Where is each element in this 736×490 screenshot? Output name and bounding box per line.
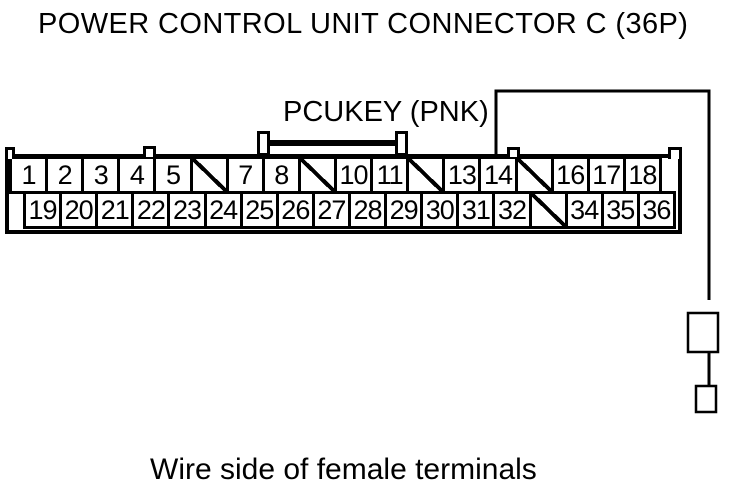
pin-cell-29: 29 (384, 191, 424, 229)
pin-cell-3: 3 (81, 156, 121, 194)
pin-cell-18: 18 (622, 156, 662, 194)
pin-cell-13: 13 (442, 156, 482, 194)
pin-cell-2: 2 (45, 156, 85, 194)
pin-cell-24: 24 (203, 191, 243, 229)
housing-key-bump-left (143, 146, 156, 157)
housing-key-bump-right (507, 147, 520, 157)
pin-cell-5: 5 (153, 156, 193, 194)
pin-cell-35: 35 (600, 191, 640, 229)
pin-cell-blanked (189, 156, 229, 194)
pin-cell-blanked (528, 191, 568, 229)
diagram-title: POWER CONTROL UNIT CONNECTOR C (36P) (38, 8, 689, 40)
wire-name-label: PCUKEY (PNK) (283, 96, 489, 128)
pin-cell-blanked (514, 156, 554, 194)
pin-cell-23: 23 (167, 191, 207, 229)
pin-cell-17: 17 (586, 156, 626, 194)
pin-cell-36: 36 (636, 191, 676, 229)
pin-cell-4: 4 (117, 156, 157, 194)
pin-cell-19: 19 (23, 191, 63, 229)
pin-cell-7: 7 (225, 156, 265, 194)
inline-connector-symbol-small (694, 384, 718, 414)
pin-cell-11: 11 (370, 156, 410, 194)
housing-notch-right (668, 147, 682, 159)
wire-bracket-post-left (257, 131, 270, 156)
housing-notch-left (5, 147, 15, 159)
pin-cell-32: 32 (492, 191, 532, 229)
pin-cell-25: 25 (239, 191, 279, 229)
wire-bracket-bar (263, 140, 402, 146)
pin-cell-31: 31 (456, 191, 496, 229)
pin-cell-22: 22 (131, 191, 171, 229)
pin-cell-1: 1 (9, 156, 49, 194)
view-caption: Wire side of female terminals (150, 453, 537, 486)
pin-cell-30: 30 (420, 191, 460, 229)
wire-bracket-post-right (395, 131, 408, 156)
pin-cell-20: 20 (59, 191, 99, 229)
pin-cell-26: 26 (275, 191, 315, 229)
pin-cell-27: 27 (311, 191, 351, 229)
pin-cell-14: 14 (478, 156, 518, 194)
inline-connector-symbol-large (686, 311, 720, 354)
pin-cell-8: 8 (261, 156, 301, 194)
pin-cell-28: 28 (347, 191, 388, 229)
pin-cell-21: 21 (95, 191, 135, 229)
pin-cell-34: 34 (564, 191, 604, 229)
pin-cell-10: 10 (333, 156, 374, 194)
pin-cell-blanked (406, 156, 446, 194)
pin-cell-16: 16 (550, 156, 590, 194)
pin-cell-blanked (297, 156, 337, 194)
